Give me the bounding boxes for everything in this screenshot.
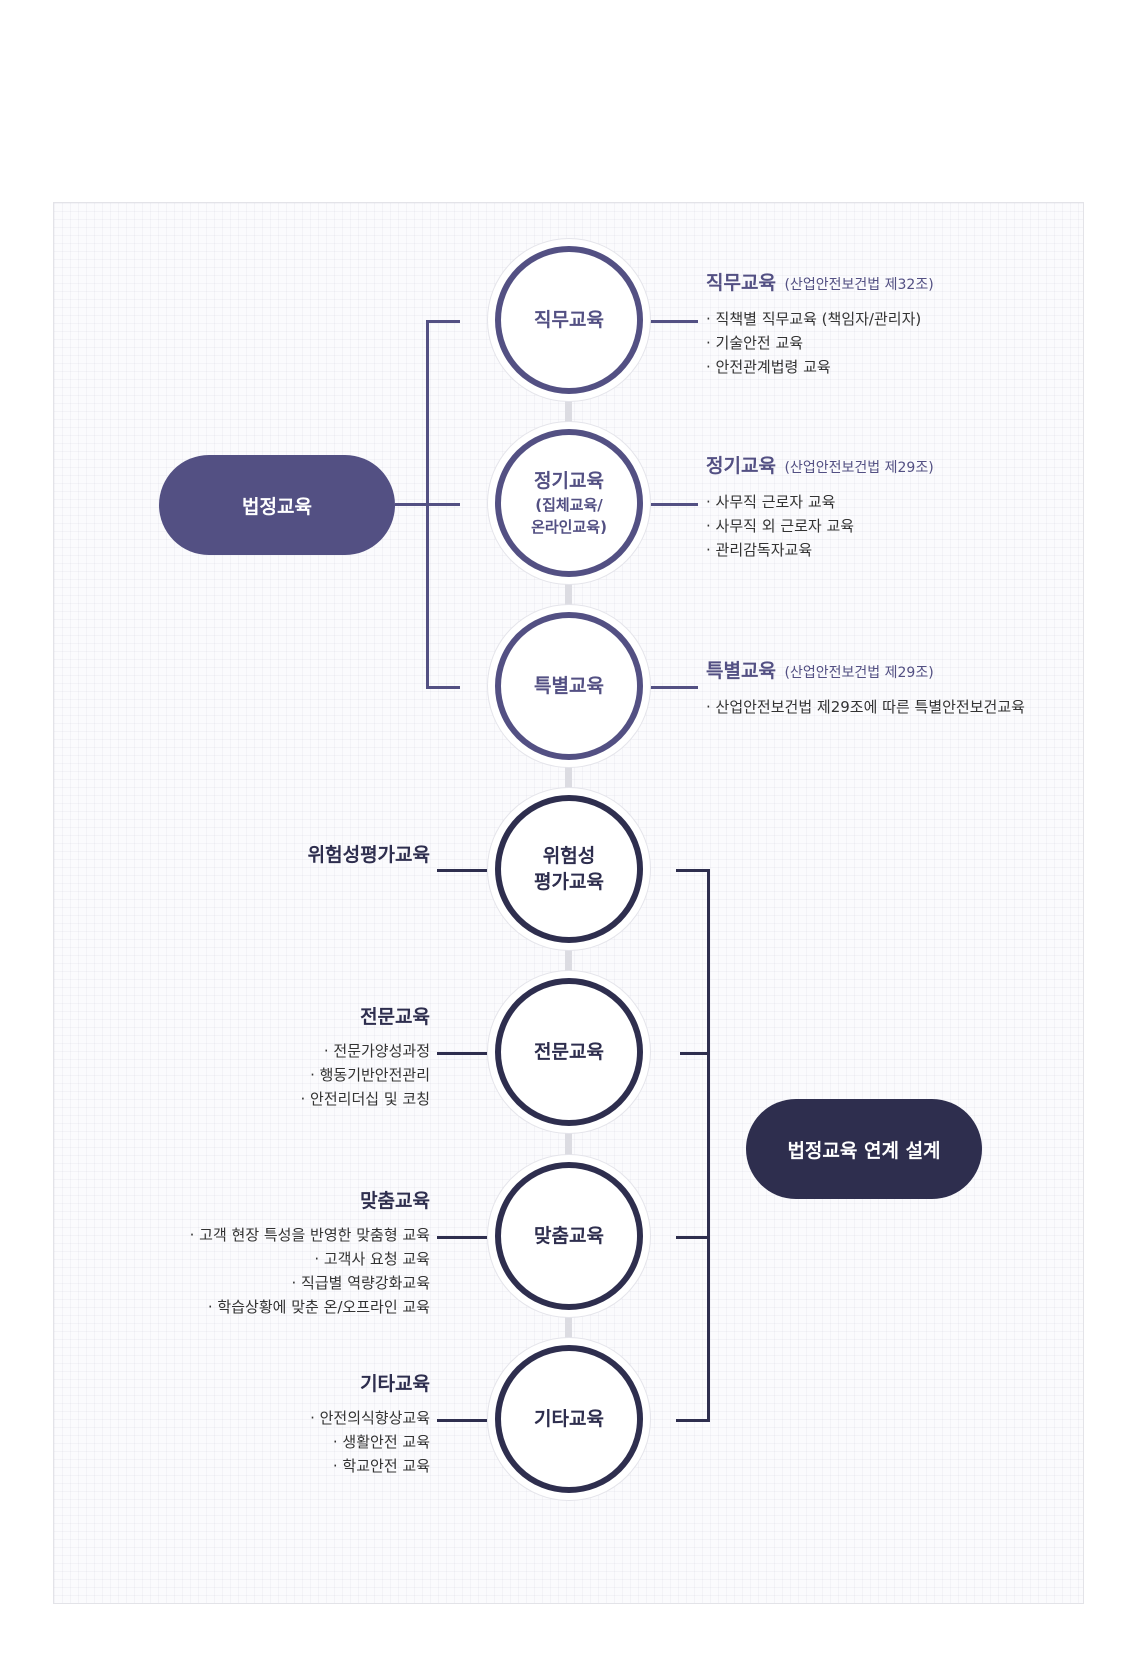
detail-item: · 직책별 직무교육 (책임자/관리자): [706, 310, 922, 328]
detail-item: · 기술안전 교육: [706, 334, 804, 352]
regular-detail-connector: [650, 503, 698, 506]
custom-education-node: 맞춤교육: [487, 1154, 651, 1318]
custom-detail-connector: [437, 1236, 487, 1239]
detail-item: · 산업안전보건법 제29조에 따른 특별안전보건교육: [706, 698, 1025, 716]
risk-detail-connector: [437, 869, 487, 872]
job-education-detail-title: 직무교육 (산업안전보건법 제32조): [706, 272, 934, 294]
professional-education-detail-title: 전문교육: [360, 1006, 430, 1028]
special-education-law-ref: (산업안전보건법 제29조): [784, 665, 934, 681]
job-education-detail: 직무교육 (산업안전보건법 제32조) · 직책별 직무교육 (책임자/관리자)…: [706, 271, 1066, 379]
linked-bracket-arm-3: [676, 1236, 710, 1239]
detail-item: · 안전리더십 및 코칭: [300, 1090, 430, 1108]
legal-bracket-arm-top: [426, 320, 460, 323]
legal-bracket-arm-mid: [426, 503, 460, 506]
linked-bracket-vertical: [707, 869, 710, 1421]
detail-item: · 학습상황에 맞춘 온/오프라인 교육: [207, 1298, 430, 1316]
regular-education-node-sublabel: (집체교육/ 온라인교육): [531, 496, 607, 536]
custom-education-node-label: 맞춤교육: [534, 1225, 604, 1247]
detail-item: · 직급별 역량강화교육: [291, 1274, 430, 1292]
detail-item: · 학교안전 교육: [332, 1457, 430, 1475]
job-education-law-ref: (산업안전보건법 제32조): [784, 277, 934, 293]
special-education-detail-title: 특별교육 (산업안전보건법 제29조): [706, 660, 934, 682]
detail-item: · 고객사 요청 교육: [314, 1250, 430, 1268]
other-education-detail-title: 기타교육: [360, 1373, 430, 1395]
detail-item: · 관리감독자교육: [706, 541, 813, 559]
regular-education-node-label: 정기교육: [534, 470, 604, 492]
other-detail-connector: [437, 1419, 487, 1422]
detail-item: · 행동기반안전관리: [310, 1066, 430, 1084]
regular-education-detail: 정기교육 (산업안전보건법 제29조) · 사무직 근로자 교육 · 사무직 외…: [706, 454, 1066, 562]
special-education-node: 특별교육: [487, 604, 651, 768]
job-detail-connector: [650, 320, 698, 323]
regular-education-law-ref: (산업안전보건법 제29조): [784, 460, 934, 476]
custom-education-detail-title: 맞춤교육: [360, 1190, 430, 1212]
detail-item: · 전문가양성과정: [323, 1042, 430, 1060]
special-detail-connector: [650, 686, 698, 689]
job-education-node-label: 직무교육: [534, 309, 604, 331]
detail-item: · 안전관계법령 교육: [706, 358, 831, 376]
risk-assessment-node-label: 위험성 평가교육: [534, 845, 604, 893]
professional-education-node-label: 전문교육: [534, 1041, 604, 1063]
detail-item: · 사무직 근로자 교육: [706, 493, 836, 511]
pro-detail-connector: [437, 1052, 487, 1055]
regular-education-node: 정기교육 (집체교육/ 온라인교육): [487, 421, 651, 585]
professional-education-node: 전문교육: [487, 970, 651, 1134]
other-education-node-label: 기타교육: [534, 1408, 604, 1430]
other-education-detail: 기타교육 · 안전의식향상교육 · 생활안전 교육 · 학교안전 교육: [10, 1372, 430, 1478]
job-education-node: 직무교육: [487, 238, 651, 402]
special-education-node-label: 특별교육: [534, 675, 604, 697]
regular-education-detail-title: 정기교육 (산업안전보건법 제29조): [706, 455, 934, 477]
linked-education-design-pill: 법정교육 연계 설계: [746, 1099, 982, 1199]
other-education-node: 기타교육: [487, 1337, 651, 1501]
professional-education-detail: 전문교육 · 전문가양성과정 · 행동기반안전관리 · 안전리더십 및 코칭: [10, 1005, 430, 1111]
risk-assessment-detail: 위험성평가교육: [10, 843, 430, 867]
legal-bracket-arm-bottom: [426, 686, 460, 689]
legal-pill-connector: [395, 503, 426, 506]
detail-item: · 고객 현장 특성을 반영한 맞춤형 교육: [189, 1226, 430, 1244]
linked-bracket-arm-1: [676, 869, 710, 872]
risk-assessment-detail-title: 위험성평가교육: [307, 844, 430, 866]
linked-bracket-arm-2: [680, 1052, 710, 1055]
detail-item: · 안전의식향상교육: [310, 1409, 430, 1427]
detail-item: · 사무직 외 근로자 교육: [706, 517, 855, 535]
custom-education-detail: 맞춤교육 · 고객 현장 특성을 반영한 맞춤형 교육 · 고객사 요청 교육 …: [10, 1189, 430, 1319]
detail-item: · 생활안전 교육: [332, 1433, 430, 1451]
linked-bracket-arm-4: [676, 1419, 710, 1422]
risk-assessment-node: 위험성 평가교육: [487, 787, 651, 951]
legal-education-pill: 법정교육: [159, 455, 395, 555]
special-education-detail: 특별교육 (산업안전보건법 제29조) · 산업안전보건법 제29조에 따른 특…: [706, 659, 1066, 719]
